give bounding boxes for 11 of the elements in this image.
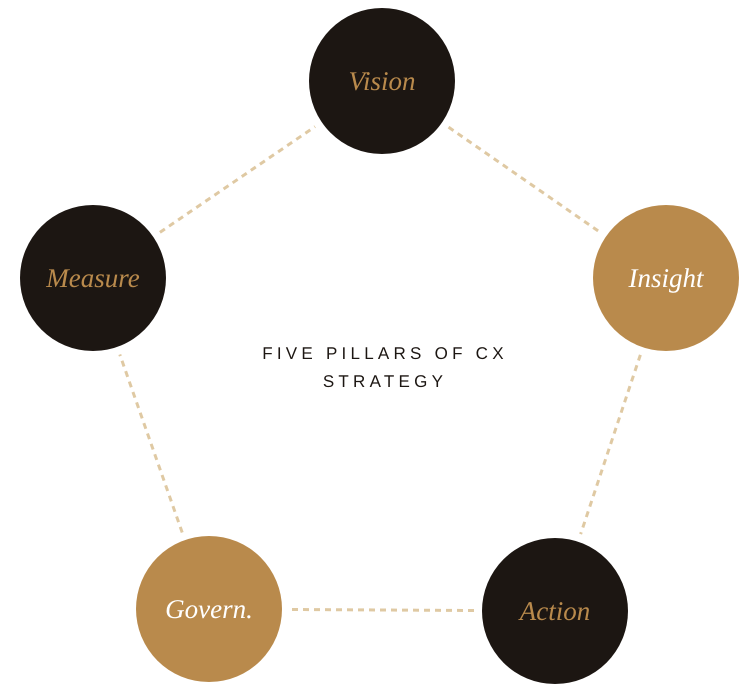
- title: FIVE PILLARS OF CX STRATEGY: [261, 343, 509, 393]
- dashed-connector: [159, 125, 316, 234]
- dashed-connector: [118, 354, 184, 534]
- pillar-label: Action: [520, 594, 590, 628]
- pillar-label: Govern.: [165, 592, 253, 626]
- dashed-connector: [448, 126, 600, 234]
- pillar-label: Insight: [628, 262, 704, 295]
- pillar-label: Vision: [348, 64, 416, 98]
- dashed-connector: [290, 608, 474, 612]
- pillar-label: Measure: [46, 262, 140, 295]
- dashed-connector: [579, 354, 642, 535]
